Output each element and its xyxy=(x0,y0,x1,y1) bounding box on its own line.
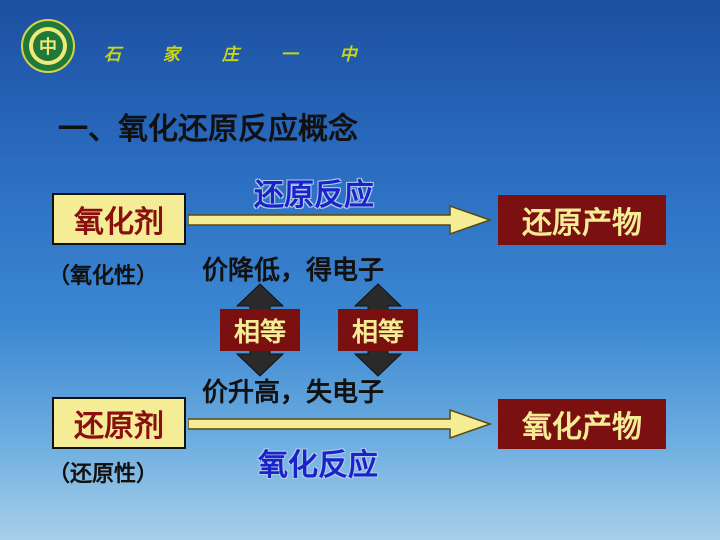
oxidant-property: （氧化性） xyxy=(48,264,159,289)
reductant-property: （还原性） xyxy=(48,462,159,487)
equal-right-label: 相等 xyxy=(338,309,418,351)
lower-arrow xyxy=(188,408,492,440)
school-logo: 中 xyxy=(21,19,75,73)
oxidation-product-box: 氧化产物 xyxy=(498,399,666,449)
upper-arrow xyxy=(188,204,492,236)
lower-change-label: 价升高，失电子 xyxy=(202,378,385,408)
logo-text: 中 xyxy=(39,36,57,58)
slide-title: 一、氧化还原反应概念 xyxy=(58,112,358,147)
reductant-box: 还原剂 xyxy=(52,397,186,449)
oxidant-box: 氧化剂 xyxy=(52,193,186,245)
upper-change-label: 价降低，得电子 xyxy=(202,256,385,286)
oxidation-reaction-label: 氧化反应 xyxy=(258,448,378,483)
equal-left-label: 相等 xyxy=(220,309,300,351)
reduction-product-box: 还原产物 xyxy=(498,195,666,245)
reduction-reaction-label: 还原反应 xyxy=(254,178,374,213)
school-name: 石 家 庄 一 中 xyxy=(104,45,375,65)
